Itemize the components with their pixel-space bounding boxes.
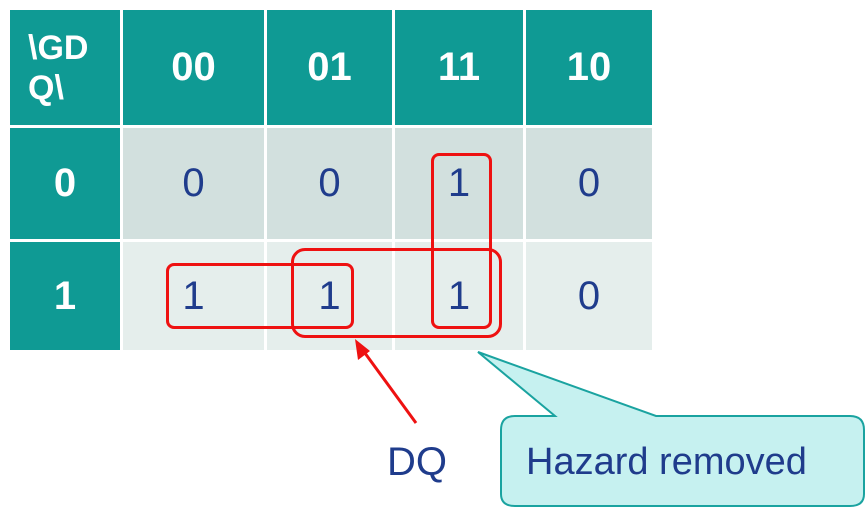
corner-label-line1: \GD [28, 29, 89, 67]
corner-label-line2: Q\ [28, 69, 64, 107]
group-loop-row1-00-01 [166, 263, 354, 329]
kmap-cell-r1-c00: 1 [123, 242, 264, 350]
column-header-10: 10 [526, 10, 652, 125]
kmap-cell-r0-c10: 0 [526, 128, 652, 239]
dq-arrow [355, 339, 418, 424]
kmap-corner-label: \GD Q\ [10, 10, 120, 125]
row-header-0: 0 [10, 128, 120, 239]
kmap-cell-r1-c10: 0 [526, 242, 652, 350]
column-header-01: 01 [267, 10, 392, 125]
kmap-cell-r0-c11: 1 [395, 128, 523, 239]
kmap-cell-r0-c01: 0 [267, 128, 392, 239]
group-loop-vertical-11 [431, 153, 492, 329]
dq-label: DQ [387, 440, 447, 484]
kmap-cell-r0-c00: 0 [123, 128, 264, 239]
hazard-callout-bubble [477, 351, 865, 507]
column-header-11: 11 [395, 10, 523, 125]
column-header-00: 00 [123, 10, 264, 125]
group-loop-hazard-dq [291, 248, 502, 338]
row-header-1: 1 [10, 242, 120, 350]
kmap-cell-r1-c01: 1 [267, 242, 392, 350]
hazard-callout-text: Hazard removed [526, 441, 807, 483]
